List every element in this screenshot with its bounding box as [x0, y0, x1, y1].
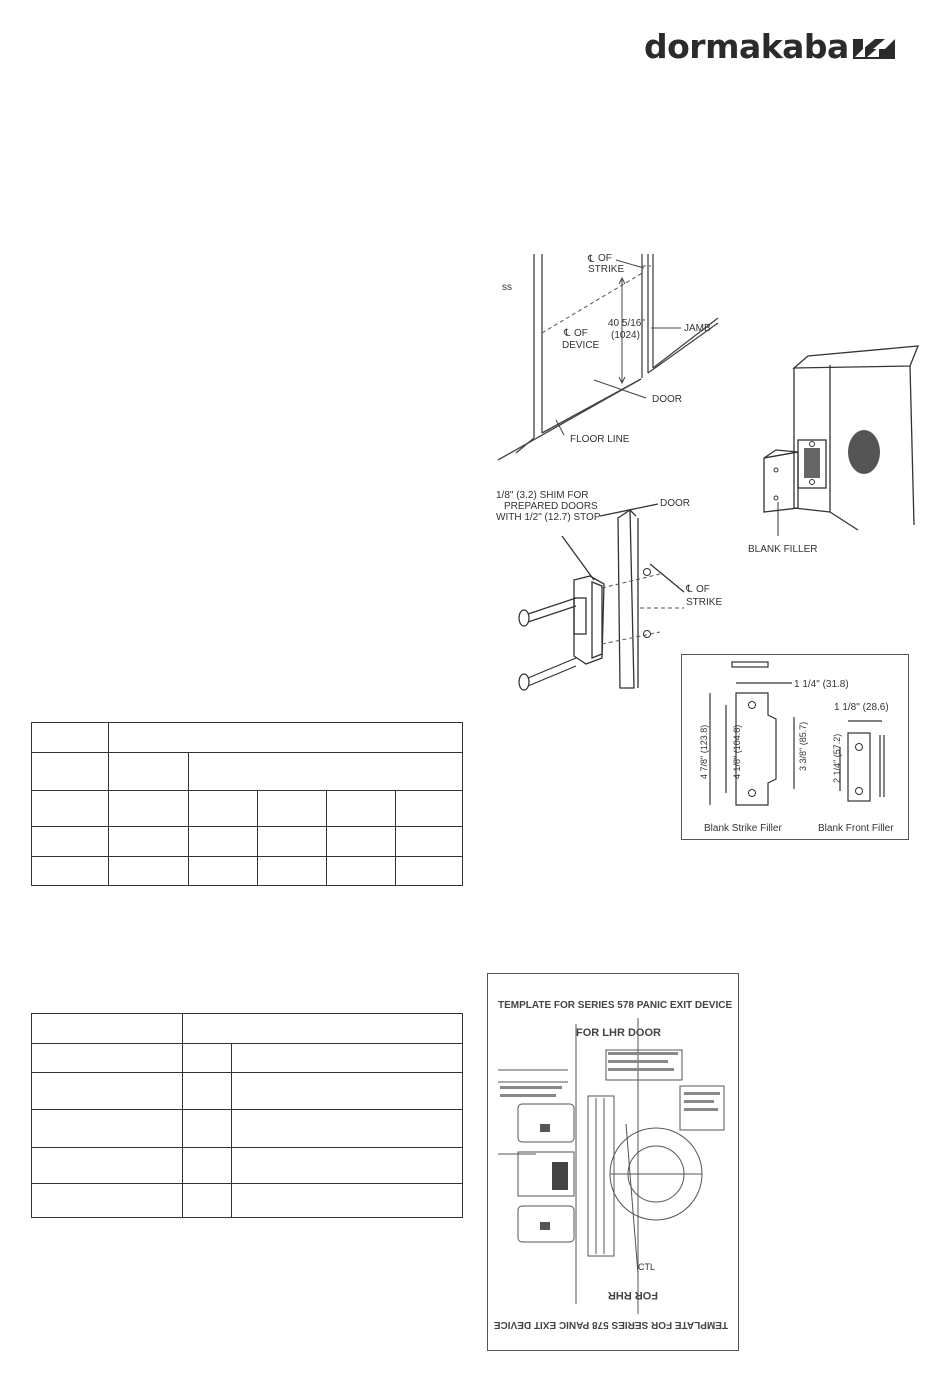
table-cell — [395, 790, 463, 827]
table-cell — [108, 722, 463, 753]
table-cell — [182, 1043, 232, 1073]
door-label: DOOR — [660, 498, 690, 509]
dimension-label: 40 5/16" — [608, 318, 645, 329]
shim-figure: 1/8" (3.2) SHIM FOR PREPARED DOORS WITH … — [496, 490, 722, 691]
table-cell — [31, 752, 109, 791]
table-cell — [326, 790, 396, 827]
floor-line-label: FLOOR LINE — [570, 434, 630, 445]
table-cell — [395, 856, 463, 886]
ctl-label: CTL — [638, 1262, 655, 1272]
table-cell — [326, 826, 396, 857]
cl-of-device-label-a: OF — [574, 328, 588, 339]
shim-label-line3: WITH 1/2" (12.7) STOP — [496, 512, 601, 523]
table-row — [31, 722, 463, 753]
table-cell — [182, 1183, 232, 1218]
cl-of-device-label-b: DEVICE — [562, 340, 600, 351]
table-cell — [231, 1147, 463, 1184]
table-cell — [395, 826, 463, 857]
table-row — [31, 856, 463, 886]
table-cell — [108, 856, 189, 886]
door-label: DOOR — [652, 394, 682, 405]
strike-location-figure: ss ℄ OF STRIKE 40 5/16" (1024) JAMB ℄ OF… — [497, 253, 719, 461]
table-cell — [31, 790, 109, 827]
jamb-label: JAMB — [684, 323, 711, 334]
for-rhr-label: FOR RHR — [608, 1289, 658, 1301]
dim-1-1-8: 1 1/8" (28.6) — [834, 702, 889, 713]
dim-1-1-4: 1 1/4" (31.8) — [794, 679, 849, 690]
filler-dimensions-figure: 1 1/4" (31.8) 1 1/8" (28.6) 4 7/8" (123.… — [681, 654, 909, 840]
template-title: TEMPLATE FOR SERIES 578 PANIC EXIT DEVIC… — [498, 1000, 732, 1011]
table-row — [31, 1013, 463, 1044]
cl-symbol: ℄ — [587, 254, 595, 265]
table-cell — [182, 1109, 232, 1148]
cl-of-strike-label-a: OF — [598, 253, 612, 264]
blank-front-filler-label: Blank Front Filler — [818, 823, 894, 834]
shim-label-line1: 1/8" (3.2) SHIM FOR — [496, 490, 588, 501]
table-1 — [31, 722, 463, 886]
table-row — [31, 1183, 463, 1218]
table-row — [31, 1109, 463, 1148]
blank-strike-filler-label: Blank Strike Filler — [704, 823, 782, 834]
cl-symbol-strike: ℄ — [685, 584, 693, 595]
table-cell — [231, 1072, 463, 1110]
table-row — [31, 752, 463, 791]
table-cell — [257, 790, 327, 827]
table-cell — [31, 1183, 183, 1218]
table-cell — [31, 1043, 183, 1073]
logo-mark-icon — [852, 39, 895, 59]
table-cell — [31, 1147, 183, 1184]
dim-4-1-8: 4 1/8" (104.8) — [732, 725, 742, 779]
table-row — [31, 1072, 463, 1110]
shim-label-line2: PREPARED DOORS — [504, 501, 598, 512]
table-cell — [108, 752, 189, 791]
dim-3-3-8: 3 3/8" (85.7) — [798, 722, 808, 771]
template-figure: TEMPLATE FOR SERIES 578 PANIC EXIT DEVIC… — [487, 973, 739, 1351]
table-cell — [182, 1013, 463, 1044]
for-lhr-label: FOR LHR DOOR — [576, 1027, 661, 1039]
table-cell — [31, 722, 109, 753]
table-cell — [31, 856, 109, 886]
logo-text: dormakaba — [644, 26, 849, 66]
table-row — [31, 1043, 463, 1073]
table-2 — [31, 1013, 463, 1218]
cl-of-strike-label-a: OF — [696, 584, 710, 595]
table-cell — [188, 826, 258, 857]
table-cell — [231, 1109, 463, 1148]
cl-of-strike-label-b: STRIKE — [686, 597, 722, 608]
table-cell — [182, 1072, 232, 1110]
table-cell — [257, 826, 327, 857]
blank-filler-figure: BLANK FILLER — [748, 345, 919, 555]
table-cell — [257, 856, 327, 886]
dormakaba-logo: dormakaba — [644, 26, 924, 66]
dim-2-1-4: 2 1/4" (57.2) — [832, 734, 842, 783]
cl-symbol-device: ℄ — [563, 328, 571, 339]
blank-filler-label: BLANK FILLER — [748, 544, 817, 555]
table-row — [31, 826, 463, 857]
table-cell — [31, 1109, 183, 1148]
table-cell — [188, 790, 258, 827]
dimension-mm-label: (1024) — [611, 330, 640, 341]
filler-dimensions-drawing: 1 1/4" (31.8) 1 1/8" (28.6) 4 7/8" (123.… — [699, 661, 894, 834]
table-cell — [108, 826, 189, 857]
table-row — [31, 790, 463, 827]
table-cell — [31, 1013, 183, 1044]
partial-label: ss — [502, 282, 512, 293]
table-cell — [326, 856, 396, 886]
table-row — [31, 1147, 463, 1184]
cl-of-strike-label-b: STRIKE — [588, 264, 624, 275]
table-cell — [31, 826, 109, 857]
table-cell — [188, 752, 463, 791]
table-cell — [108, 790, 189, 827]
table-cell — [231, 1183, 463, 1218]
table-cell — [31, 1072, 183, 1110]
table-cell — [188, 856, 258, 886]
template-title-inverted: TEMPLATE FOR SERIES 578 PANIC EXIT DEVIC… — [494, 1319, 728, 1330]
table-cell — [182, 1147, 232, 1184]
template-drawing: TEMPLATE FOR SERIES 578 PANIC EXIT DEVIC… — [494, 1000, 733, 1330]
dim-4-7-8: 4 7/8" (123.8) — [699, 725, 709, 779]
table-cell — [231, 1043, 463, 1073]
